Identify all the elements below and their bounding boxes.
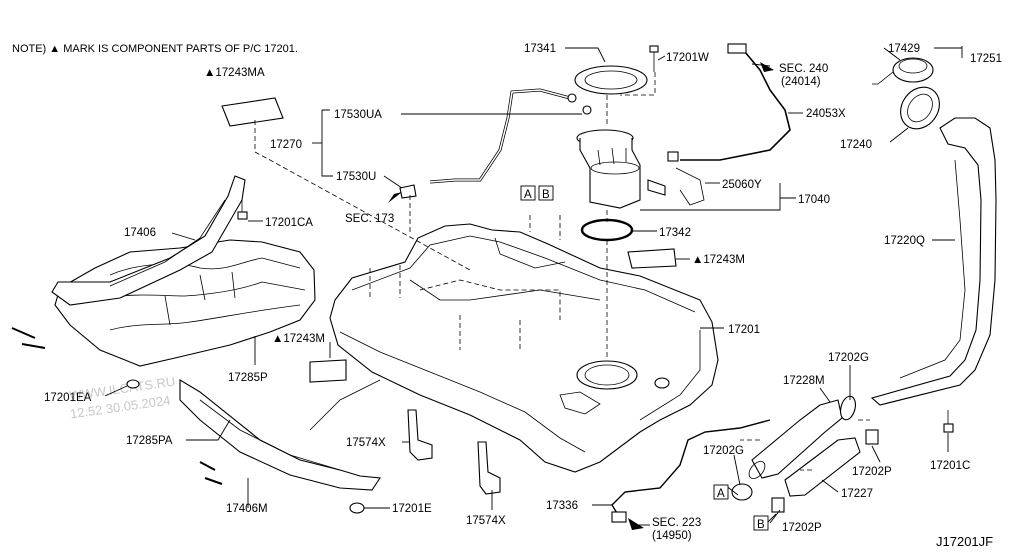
filler-ring-17240 [900,86,940,130]
label-17202P-bottom[interactable]: 17202P [782,522,822,534]
label-17228M[interactable]: 17228M [783,375,825,387]
label-sticker-17243M-left [309,359,347,383]
filler-tube-17220Q [870,117,997,406]
ref-A-bottom-text: A [717,488,725,500]
clamp-17202G-bottom [731,483,753,501]
label-17201EA[interactable]: 17201EA [44,392,92,404]
label-sec-240[interactable]: SEC. 240 [779,63,828,75]
label-17040[interactable]: 17040 [798,194,830,206]
label-24053X[interactable]: 24053X [806,108,846,120]
label-sec-223-sub: (14950) [652,530,692,542]
label-17220Q[interactable]: 17220Q [884,235,925,247]
nut-17201E [349,502,365,514]
label-17251[interactable]: 17251 [970,53,1002,65]
ref-A-top-text: A [524,189,532,201]
ref-B-bottom-text: B [757,519,765,531]
label-17201[interactable]: 17201 [728,324,760,336]
label-sticker-17243M-right [627,248,677,269]
assembly-lines [254,72,870,471]
filler-cap-17251 [872,57,934,85]
lock-ring-17341 [574,65,648,95]
label-17336[interactable]: 17336 [546,500,578,512]
label-17530U[interactable]: 17530U [336,171,376,183]
harness-24053X [667,43,791,162]
note-text: NOTE) ▲ MARK IS COMPONENT PARTS OF P/C 1… [12,43,298,55]
label-17406M[interactable]: 17406M [226,503,268,515]
label-17202P-right[interactable]: 17202P [852,466,892,478]
diagram-code: J17201JF [936,534,993,549]
clamp-17202G-top [840,395,856,421]
sensor-line-17336 [611,419,771,523]
label-17202G-top[interactable]: 17202G [828,352,869,364]
leader-lines [104,46,963,526]
label-17201W[interactable]: 17201W [666,52,709,64]
label-17342[interactable]: 17342 [659,227,691,239]
label-17341[interactable]: 17341 [524,43,556,55]
label-sec-223[interactable]: SEC. 223 [652,517,701,529]
nut-17201EA [126,379,140,389]
hose-17227 [784,437,861,497]
label-17243M-right[interactable]: ▲17243M [692,254,745,266]
label-sec-240-sub: (24014) [781,76,821,88]
fuel-tank-17201 [329,223,719,473]
label-17201CA[interactable]: 17201CA [265,217,313,229]
label-17406[interactable]: 17406 [124,227,156,239]
band-17406M [179,379,381,491]
bolt-17201W [649,45,659,72]
clamp-17202P-right [865,429,879,445]
label-17574X-bottom[interactable]: 17574X [466,515,506,527]
arrow-sec-173 [388,192,402,203]
label-17429[interactable]: 17429 [888,43,920,55]
ref-box-B-top: B [538,185,554,201]
bolt-17201C [943,410,954,433]
label-17285P[interactable]: 17285P [228,372,268,384]
label-25060Y[interactable]: 25060Y [722,179,762,191]
label-sticker-17243MA [221,97,284,127]
label-17574X-left[interactable]: 17574X [346,437,386,449]
label-17530UA[interactable]: 17530UA [334,109,382,121]
connector-bottom [199,461,223,485]
tube-17270 [399,88,592,199]
fuel-pump-17040 [576,129,705,209]
bracket-17574X-left [407,409,433,461]
label-17243M-left[interactable]: ▲17243M [272,333,325,345]
gasket-17342 [580,218,634,242]
clamp-17202P-bottom [771,497,785,513]
arrow-sec-240 [760,62,774,72]
label-17240[interactable]: 17240 [840,139,872,151]
ref-B-top-text: B [542,189,550,201]
bolt-17201CA [237,200,248,220]
bracket-17574X-bottom [477,441,501,495]
label-17285PA[interactable]: 17285PA [126,435,173,447]
label-17202G-bottom[interactable]: 17202G [703,445,744,457]
band-17406 [51,175,246,306]
connector-left [11,327,46,349]
label-17201C[interactable]: 17201C [930,460,970,472]
heat-shield-17285P [54,239,316,367]
label-17227[interactable]: 17227 [841,488,873,500]
label-sec-173[interactable]: SEC. 173 [345,213,394,225]
arrow-sec-223 [628,518,644,530]
label-17201E[interactable]: 17201E [392,503,432,515]
label-17243MA[interactable]: ▲17243MA [204,67,265,79]
ref-box-B-bottom: B [753,515,769,531]
ref-box-A-top: A [520,185,536,201]
ref-box-A-bottom: A [713,484,729,500]
label-17270[interactable]: 17270 [270,139,302,151]
